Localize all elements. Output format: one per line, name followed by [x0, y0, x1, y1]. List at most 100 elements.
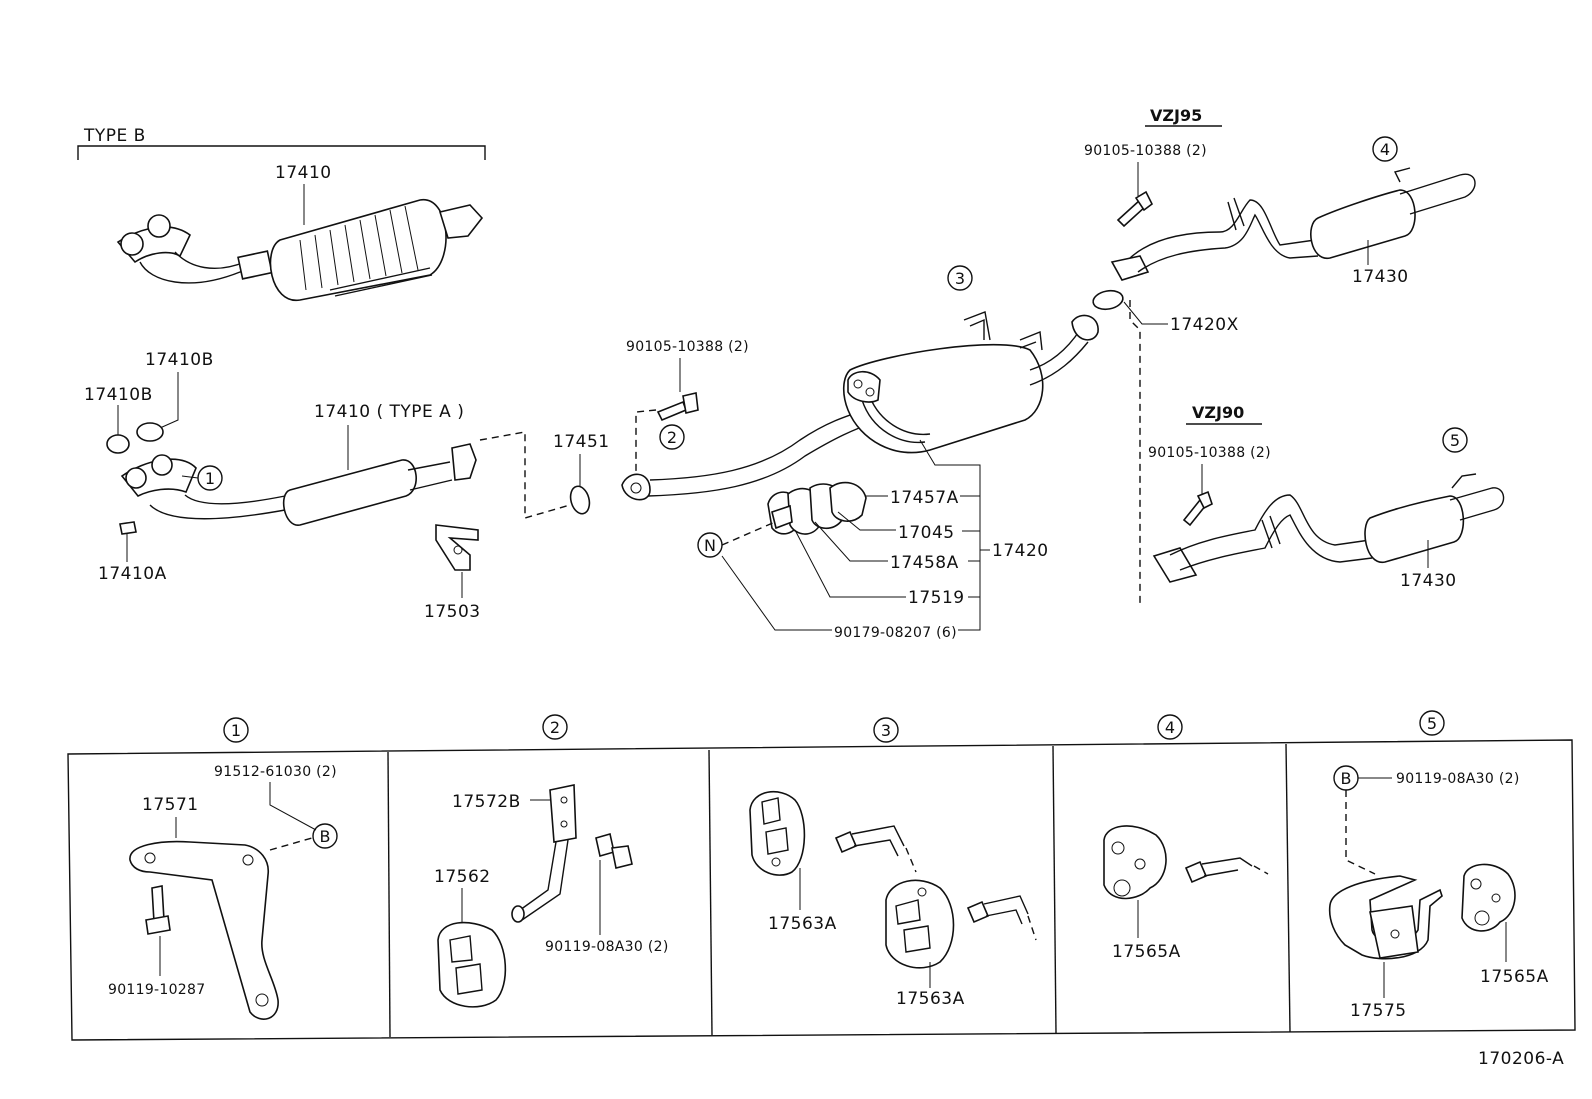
callout-2-main: 2: [659, 424, 685, 450]
panel2-label-90119-08a30: 90119-08A30 (2): [545, 939, 669, 955]
panel3-label-17563a-right: 17563A: [896, 989, 965, 1009]
hanger-17565a-p5: [1461, 863, 1516, 932]
dash-bolt-mid: [635, 409, 657, 490]
panel1-callout-b: B: [312, 823, 338, 849]
panel2-label-17562: 17562: [434, 867, 491, 887]
svg-text:3: 3: [955, 269, 965, 288]
svg-text:4: 4: [1380, 140, 1390, 159]
detail-panel-2: 2 17572B 90119-08A30 (2) 17562: [434, 714, 669, 1008]
leader-17410b-a: [159, 372, 179, 429]
bracket-17571: [129, 840, 279, 1020]
svg-text:B: B: [320, 827, 331, 846]
svg-text:5: 5: [1450, 431, 1460, 450]
type-b-group: TYPE B 17410: [77, 126, 486, 301]
pipe-stub-4: [1184, 857, 1269, 884]
center-group: 17451 90105-10388 (2) 2: [553, 265, 1099, 641]
bracket-17575: [1328, 875, 1443, 960]
panel1-label-91512: 91512-61030 (2): [214, 764, 337, 780]
panel1-label-90119-10287: 90119-10287: [108, 982, 205, 998]
svg-text:1: 1: [205, 469, 215, 488]
front-pipe-type-a: [120, 443, 477, 526]
gasket-17410b-left: [106, 434, 130, 454]
diagram-id: 170206-A: [1478, 1049, 1564, 1069]
vzj90-group: VZJ90 90105-10388 (2) 5 17430: [1148, 403, 1505, 591]
detail-panel-3: 3 17563A 1: [749, 717, 1037, 1009]
type-a-group: 17410B 17410B 17410 ( TYPE A ) 17410A 1: [84, 350, 571, 622]
panel5-label-17565a: 17565A: [1480, 967, 1549, 987]
svg-text:B: B: [1341, 769, 1352, 788]
gasket-17410b-right: [136, 422, 164, 442]
pipe-stub-3b: [966, 895, 1037, 941]
catalytic-converter: [116, 199, 484, 301]
part-90105-mid-label: 90105-10388 (2): [626, 339, 749, 355]
part-17410b-b-label: 17410B: [84, 385, 153, 405]
panel5-callout-b: B: [1333, 765, 1359, 791]
panel4-label-17565a: 17565A: [1112, 942, 1181, 962]
bolt-90105-vzj90: [1182, 490, 1213, 527]
bolt-90119-08a30-p2: [595, 832, 633, 869]
panel5-label-90119-08a30: 90119-08A30 (2): [1396, 771, 1520, 787]
callout-n: N: [697, 532, 723, 558]
center-muffler: [621, 311, 1099, 501]
panel5-label-17575: 17575: [1350, 1001, 1407, 1021]
leaders-17420: [721, 439, 990, 631]
bracket-17572b: [511, 784, 577, 923]
bolt-90105-vzj95: [1116, 190, 1154, 228]
part-90105-vzj90-label: 90105-10388 (2): [1148, 445, 1271, 461]
part-17430-top-label: 17430: [1352, 267, 1409, 287]
type-b-bracket: [77, 145, 486, 160]
tailpipe-vzj95: [1110, 167, 1476, 281]
panel1-label-17571: 17571: [142, 795, 199, 815]
svg-text:2: 2: [550, 718, 560, 737]
part-17451-label: 17451: [553, 432, 610, 452]
detail-frame: [67, 739, 1576, 1041]
vzj90-header: VZJ90: [1192, 403, 1244, 422]
detail-callout-5: 5: [1419, 710, 1445, 736]
part-17430-bot-label: 17430: [1400, 571, 1457, 591]
detail-panel-1: 1 91512-61030 (2) B 17571 90119-10287: [108, 717, 338, 1020]
vzj95-header: VZJ95: [1150, 106, 1202, 125]
part-17457a-label: 17457A: [890, 488, 959, 508]
part-17410a-label: 17410A: [98, 564, 167, 584]
svg-text:3: 3: [881, 721, 891, 740]
part-17420x-label: 17420X: [1170, 315, 1239, 335]
part-17410-top-label: 17410: [275, 163, 332, 183]
detail-panel-5: 5 B 90119-08A30 (2) 17575 17565A: [1328, 710, 1549, 1021]
hanger-17563a-left: [749, 791, 806, 876]
part-17410b-a-label: 17410B: [145, 350, 214, 370]
detail-panels: 1 91512-61030 (2) B 17571 90119-10287 2: [67, 710, 1576, 1041]
gasket-17420x: [1092, 289, 1124, 311]
callout-4-main: 4: [1372, 136, 1398, 162]
callout-3-main: 3: [947, 265, 973, 291]
panel2-label-17572b: 17572B: [452, 792, 521, 812]
gasket-17451: [569, 485, 591, 515]
bracket-17503: [435, 524, 479, 571]
svg-text:5: 5: [1427, 714, 1437, 733]
bolt-90119-10287: [145, 885, 171, 935]
vzj95-group: VZJ95 90105-10388 (2) 4 17430 17420X: [1084, 106, 1476, 605]
part-17458a-label: 17458A: [890, 553, 959, 573]
hanger-17563a-right: [885, 879, 955, 969]
callout-1-main: 1: [197, 465, 223, 491]
svg-text:2: 2: [667, 428, 677, 447]
callout-5-main: 5: [1442, 427, 1468, 453]
dash-to-17451: [479, 431, 571, 519]
tailpipe-vzj90: [1152, 473, 1505, 583]
svg-text:4: 4: [1165, 718, 1175, 737]
type-b-header: TYPE B: [83, 126, 146, 146]
hanger-stack: [767, 481, 867, 535]
part-17519-label: 17519: [908, 588, 965, 608]
hanger-17562: [437, 921, 507, 1008]
part-17045-label: 17045: [898, 523, 955, 543]
dash-vzj95-vzj90: [1129, 300, 1141, 605]
detail-callout-2: 2: [542, 714, 568, 740]
part-17503-label: 17503: [424, 602, 481, 622]
part-90179-label: 90179-08207 (6): [834, 625, 957, 641]
svg-text:N: N: [704, 536, 716, 555]
detail-callout-1: 1: [223, 717, 249, 743]
hanger-17565a-p4: [1103, 825, 1167, 900]
nut-17410a: [119, 521, 137, 535]
part-17410-type-a-label: 17410 ( TYPE A ): [314, 402, 464, 422]
bolt-90105-mid: [656, 392, 699, 422]
